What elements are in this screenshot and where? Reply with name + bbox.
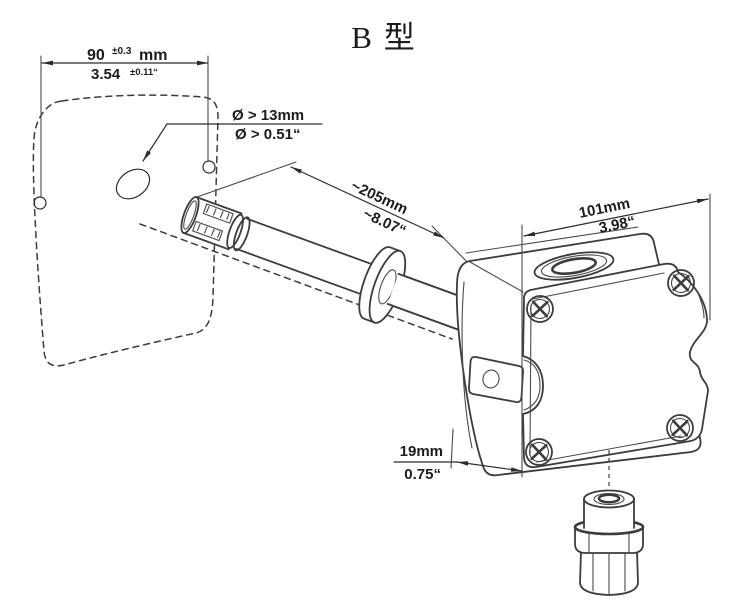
housing-lid [522, 262, 709, 469]
base-rim-line [465, 226, 639, 254]
duct-wall-dashed-panel [32, 94, 219, 367]
top-hole-mid-rim [540, 254, 608, 278]
hole-spacing-metric-unit: mm [139, 47, 167, 64]
gland-top-face [583, 489, 635, 509]
cable-gland [573, 450, 645, 596]
phillips-cross-icon [672, 274, 690, 292]
probe-hole-oval [115, 168, 151, 200]
cap-collar-front [232, 216, 251, 252]
gland-bore [597, 493, 621, 504]
phillips-cross-icon [531, 300, 549, 318]
probe-tube-front-bottom [386, 303, 468, 334]
phillips-cross-icon [530, 443, 548, 461]
housing-depth-imperial: 0.75“ [404, 466, 441, 483]
arrowhead-left [524, 231, 536, 236]
slot-upper-hatch [205, 205, 230, 220]
arrowhead-right [433, 231, 444, 238]
phillips-cross-icon [671, 419, 689, 437]
cap-collar-back [226, 213, 244, 249]
top-hole-bore [551, 256, 597, 276]
gland-top-sides [583, 498, 635, 529]
dimension-hole-spacing: 90 ±0.3 mm 3.54 ±0.11“ [40, 46, 209, 197]
arrowhead-left [291, 167, 302, 174]
gland-bottom-facets [592, 552, 626, 595]
leader-line [142, 123, 323, 162]
dimension-line [523, 198, 709, 237]
arrowhead-right [197, 60, 208, 66]
slot-lower-hatch [196, 223, 221, 238]
base-inner-contour [461, 281, 473, 449]
housing-depth-metric: 19mm [400, 443, 443, 460]
arrowhead-right [510, 467, 522, 472]
screw-bottom-right [666, 414, 694, 442]
leader-arrowhead [143, 150, 151, 161]
arrowhead-left [42, 60, 53, 66]
witness-line-housing [431, 225, 474, 269]
arrowhead-right [696, 199, 708, 204]
hole-spacing-imperial-value: 3.54 [91, 66, 121, 83]
witness-line-tip [196, 161, 297, 198]
hole-spacing-metric-tolerance: ±0.3 [112, 46, 132, 57]
transmitter-housing [455, 226, 709, 477]
probe-tube-front-body [387, 273, 478, 333]
top-hole-outer-rim [533, 251, 615, 281]
mounting-hole-right [202, 160, 216, 174]
mounting-tab [468, 355, 524, 404]
callout-hole-diameter: Ø > 13mm Ø > 0.51“ [142, 107, 323, 162]
dimension-line [290, 166, 445, 239]
hole-diameter-imperial: Ø > 0.51“ [235, 126, 300, 143]
hole-spacing-imperial-tolerance: ±0.11“ [130, 67, 158, 78]
screw-bottom-left [525, 438, 553, 466]
lid-bevel-notch [523, 359, 541, 411]
filter-cap-top-edge [195, 196, 243, 215]
mounting-tab-hole [482, 369, 500, 389]
duct-wall-outline [32, 94, 453, 367]
hole-spacing-metric-value: 90 [87, 47, 105, 64]
arrowhead-left [457, 461, 469, 466]
lid-bevel-right [696, 290, 705, 319]
duct-wall-edge-line [139, 223, 453, 340]
roof-left-slope [469, 261, 524, 293]
filter-cap-slot-upper [202, 203, 234, 224]
mounting-flange [358, 246, 407, 324]
probe [180, 196, 479, 334]
dimension-housing-depth: 19mm 0.75“ [393, 428, 523, 483]
mounting-hole-left [33, 196, 47, 210]
lid-bevel-top [532, 272, 665, 300]
hole-diameter-metric: Ø > 13mm [232, 107, 304, 124]
housing-top-hole [533, 251, 615, 281]
filter-cap [180, 196, 251, 252]
screw-top-left [526, 295, 554, 323]
filter-cap-tip-inner [183, 200, 197, 230]
filter-cap-bottom-edge [182, 232, 230, 251]
screw-top-right [667, 269, 695, 297]
filter-cap-slot-lower [191, 220, 224, 242]
lid-bevel-bottom [536, 435, 682, 463]
lid-bevel-left [529, 304, 532, 456]
page-title: B 型 [351, 20, 416, 55]
housing-width-imperial: 3.98“ [597, 213, 636, 237]
